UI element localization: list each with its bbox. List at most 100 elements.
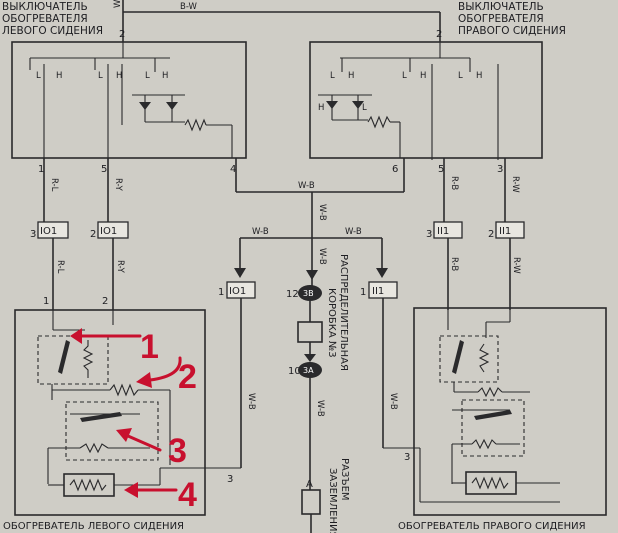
wire-label-rb-2: R-B — [449, 257, 459, 271]
left-heater-pin-3: 3 — [227, 474, 233, 485]
right-heater-box — [413, 307, 607, 516]
thermostat-2 — [65, 401, 159, 461]
arrow-left-icon — [116, 428, 132, 442]
annotation-4: 4 — [178, 476, 197, 514]
junction-label-l2: КОРОБКА №3 — [326, 288, 337, 358]
connector-io1-b-label: IO1 — [100, 226, 117, 237]
arrow-down-icon — [306, 270, 318, 280]
wire-label-wb-1: W-B — [298, 181, 315, 191]
right-switch-pin-6: 6 — [392, 164, 398, 175]
right-sw2-H: H — [420, 71, 426, 81]
junction-connector-3a — [298, 362, 322, 378]
wire-label-wb-6: W-B — [246, 393, 256, 410]
wire-label-wb-4: W-B — [345, 227, 362, 237]
left-heater-title: ОБОГРЕВАТЕЛЬ ЛЕВОГО СИДЕНИЯ — [3, 521, 184, 532]
heater-element-right — [465, 471, 517, 495]
ii1-pin-3: 3 — [426, 229, 432, 240]
right-switch-outputs: 6 5 3 R-B R-W — [392, 158, 520, 222]
connector-io1-a-label: IO1 — [40, 226, 57, 237]
junction-element — [297, 321, 323, 343]
ground-label-l2: ЗАЗЕМЛЕНИЯ — [327, 468, 338, 533]
thermostat-2-right — [461, 399, 525, 457]
wire-label-rb-1: R-B — [449, 176, 459, 190]
left-io1-pin-1: 1 — [218, 287, 224, 298]
wire-label-wb-8: W-B — [315, 400, 325, 417]
left-heater-pin-2: 2 — [102, 296, 108, 307]
arrow-down-icon — [234, 268, 246, 278]
left-sw1-L: L — [36, 71, 41, 81]
annotation-arrow-3 — [126, 434, 162, 452]
right-switch-pin-2: 2 — [436, 29, 442, 40]
right-sw3-L: L — [458, 71, 463, 81]
wire-label-wb-7: W-B — [388, 393, 398, 410]
wire-label-rw-1: R-W — [510, 176, 520, 193]
bimetal-icon — [80, 412, 122, 422]
left-switch-title-l2: ОБОГРЕВАТЕЛЯ — [2, 13, 88, 25]
right-heater: 3 ОБОГРЕВАТЕЛЬ ПРАВОГО СИДЕНИЯ — [383, 307, 607, 532]
right-switch-title: ВЫКЛЮЧАТЕЛЬ ОБОГРЕВАТЕЛЯ ПРАВОГО СИДЕНИЯ — [458, 1, 566, 37]
right-ii1-pin-1: 1 — [360, 287, 366, 298]
connector-ii1-c-label: II1 — [372, 286, 384, 297]
left-sw3-L: L — [145, 71, 150, 81]
junction-connector-3a-label: 3A — [303, 366, 314, 375]
top-wires: W B-W — [113, 0, 441, 42]
resistor-icon — [184, 118, 207, 132]
ii1-pin-2: 2 — [488, 229, 494, 240]
right-sw1-L: L — [330, 71, 335, 81]
connector-ii1-a-label: II1 — [437, 226, 449, 237]
ground-element — [301, 489, 321, 515]
arrow-down-icon — [376, 268, 388, 278]
ground-label-l1: РАЗЪЕМ — [339, 458, 350, 501]
resistor-icon — [109, 383, 139, 397]
arrow-left-icon — [124, 482, 138, 498]
heater-feed-wires: R-L R-Y R-B R-W — [52, 238, 521, 310]
annotation-arrow-2 — [148, 356, 182, 382]
led-icon — [326, 101, 338, 109]
wire-label-rl-1: R-L — [49, 178, 59, 192]
arrow-left-icon — [136, 372, 152, 388]
resistor-icon — [69, 478, 107, 492]
left-switch-pin-2: 2 — [119, 29, 125, 40]
left-sw2-L: L — [98, 71, 103, 81]
right-led-L: L — [362, 103, 367, 113]
left-sw3-H: H — [162, 71, 168, 81]
red-annotations: 1 2 3 4 — [70, 328, 197, 514]
wire-label-ry-2: R-Y — [115, 260, 125, 274]
bimetal-icon — [452, 340, 464, 374]
io1-pin-2: 2 — [90, 229, 96, 240]
wire-label-wb-2: W-B — [317, 204, 327, 221]
right-switch-title-l3: ПРАВОГО СИДЕНИЯ — [458, 25, 566, 37]
right-switch-pin-3: 3 — [497, 164, 503, 175]
left-switch-pin-1: 1 — [38, 164, 44, 175]
led-icon — [352, 101, 364, 109]
right-switch: 2 L H L H L H H L — [309, 29, 543, 160]
right-sw3-H: H — [476, 71, 482, 81]
left-switch-title-l3: ЛЕВОГО СИДЕНИЯ — [2, 25, 103, 37]
junction-pin-10: 10 — [288, 366, 301, 377]
left-switch-pin-5: 5 — [101, 164, 107, 175]
left-switch-pin-4: 4 — [230, 164, 236, 175]
resistor-icon — [79, 442, 109, 454]
left-sw2-H: H — [116, 71, 122, 81]
left-sw1-H: H — [56, 71, 62, 81]
resistor-icon — [477, 386, 503, 398]
annotation-2: 2 — [178, 358, 197, 396]
thermostat-1 — [37, 335, 109, 385]
left-switch-title: ВЫКЛЮЧАТЕЛЬ ОБОГРЕВАТЕЛЯ ЛЕВОГО СИДЕНИЯ — [2, 1, 103, 37]
wire-label-wb-3: W-B — [252, 227, 269, 237]
left-heater-box — [14, 309, 206, 516]
connectors-top: 3 IO1 2 IO1 3 II1 2 II1 — [30, 221, 525, 240]
junction-connector-3b — [298, 285, 322, 301]
bimetal-icon — [58, 340, 70, 374]
arrow-left-icon — [70, 328, 82, 344]
junction-label-l1: РАСПРЕДЕЛИТЕЛЬНАЯ — [338, 254, 349, 371]
wire-label-wb-5: W-B — [317, 248, 327, 265]
led-icon — [139, 102, 151, 110]
top-wire-label-left: W — [113, 0, 123, 8]
resistor-icon — [367, 115, 391, 129]
resistor-icon — [471, 438, 497, 450]
heater-element-left — [63, 473, 115, 497]
right-sw1-H: H — [348, 71, 354, 81]
ground-connector: A РАЗЪЕМ ЗАЗЕМЛЕНИЯ — [301, 458, 350, 533]
